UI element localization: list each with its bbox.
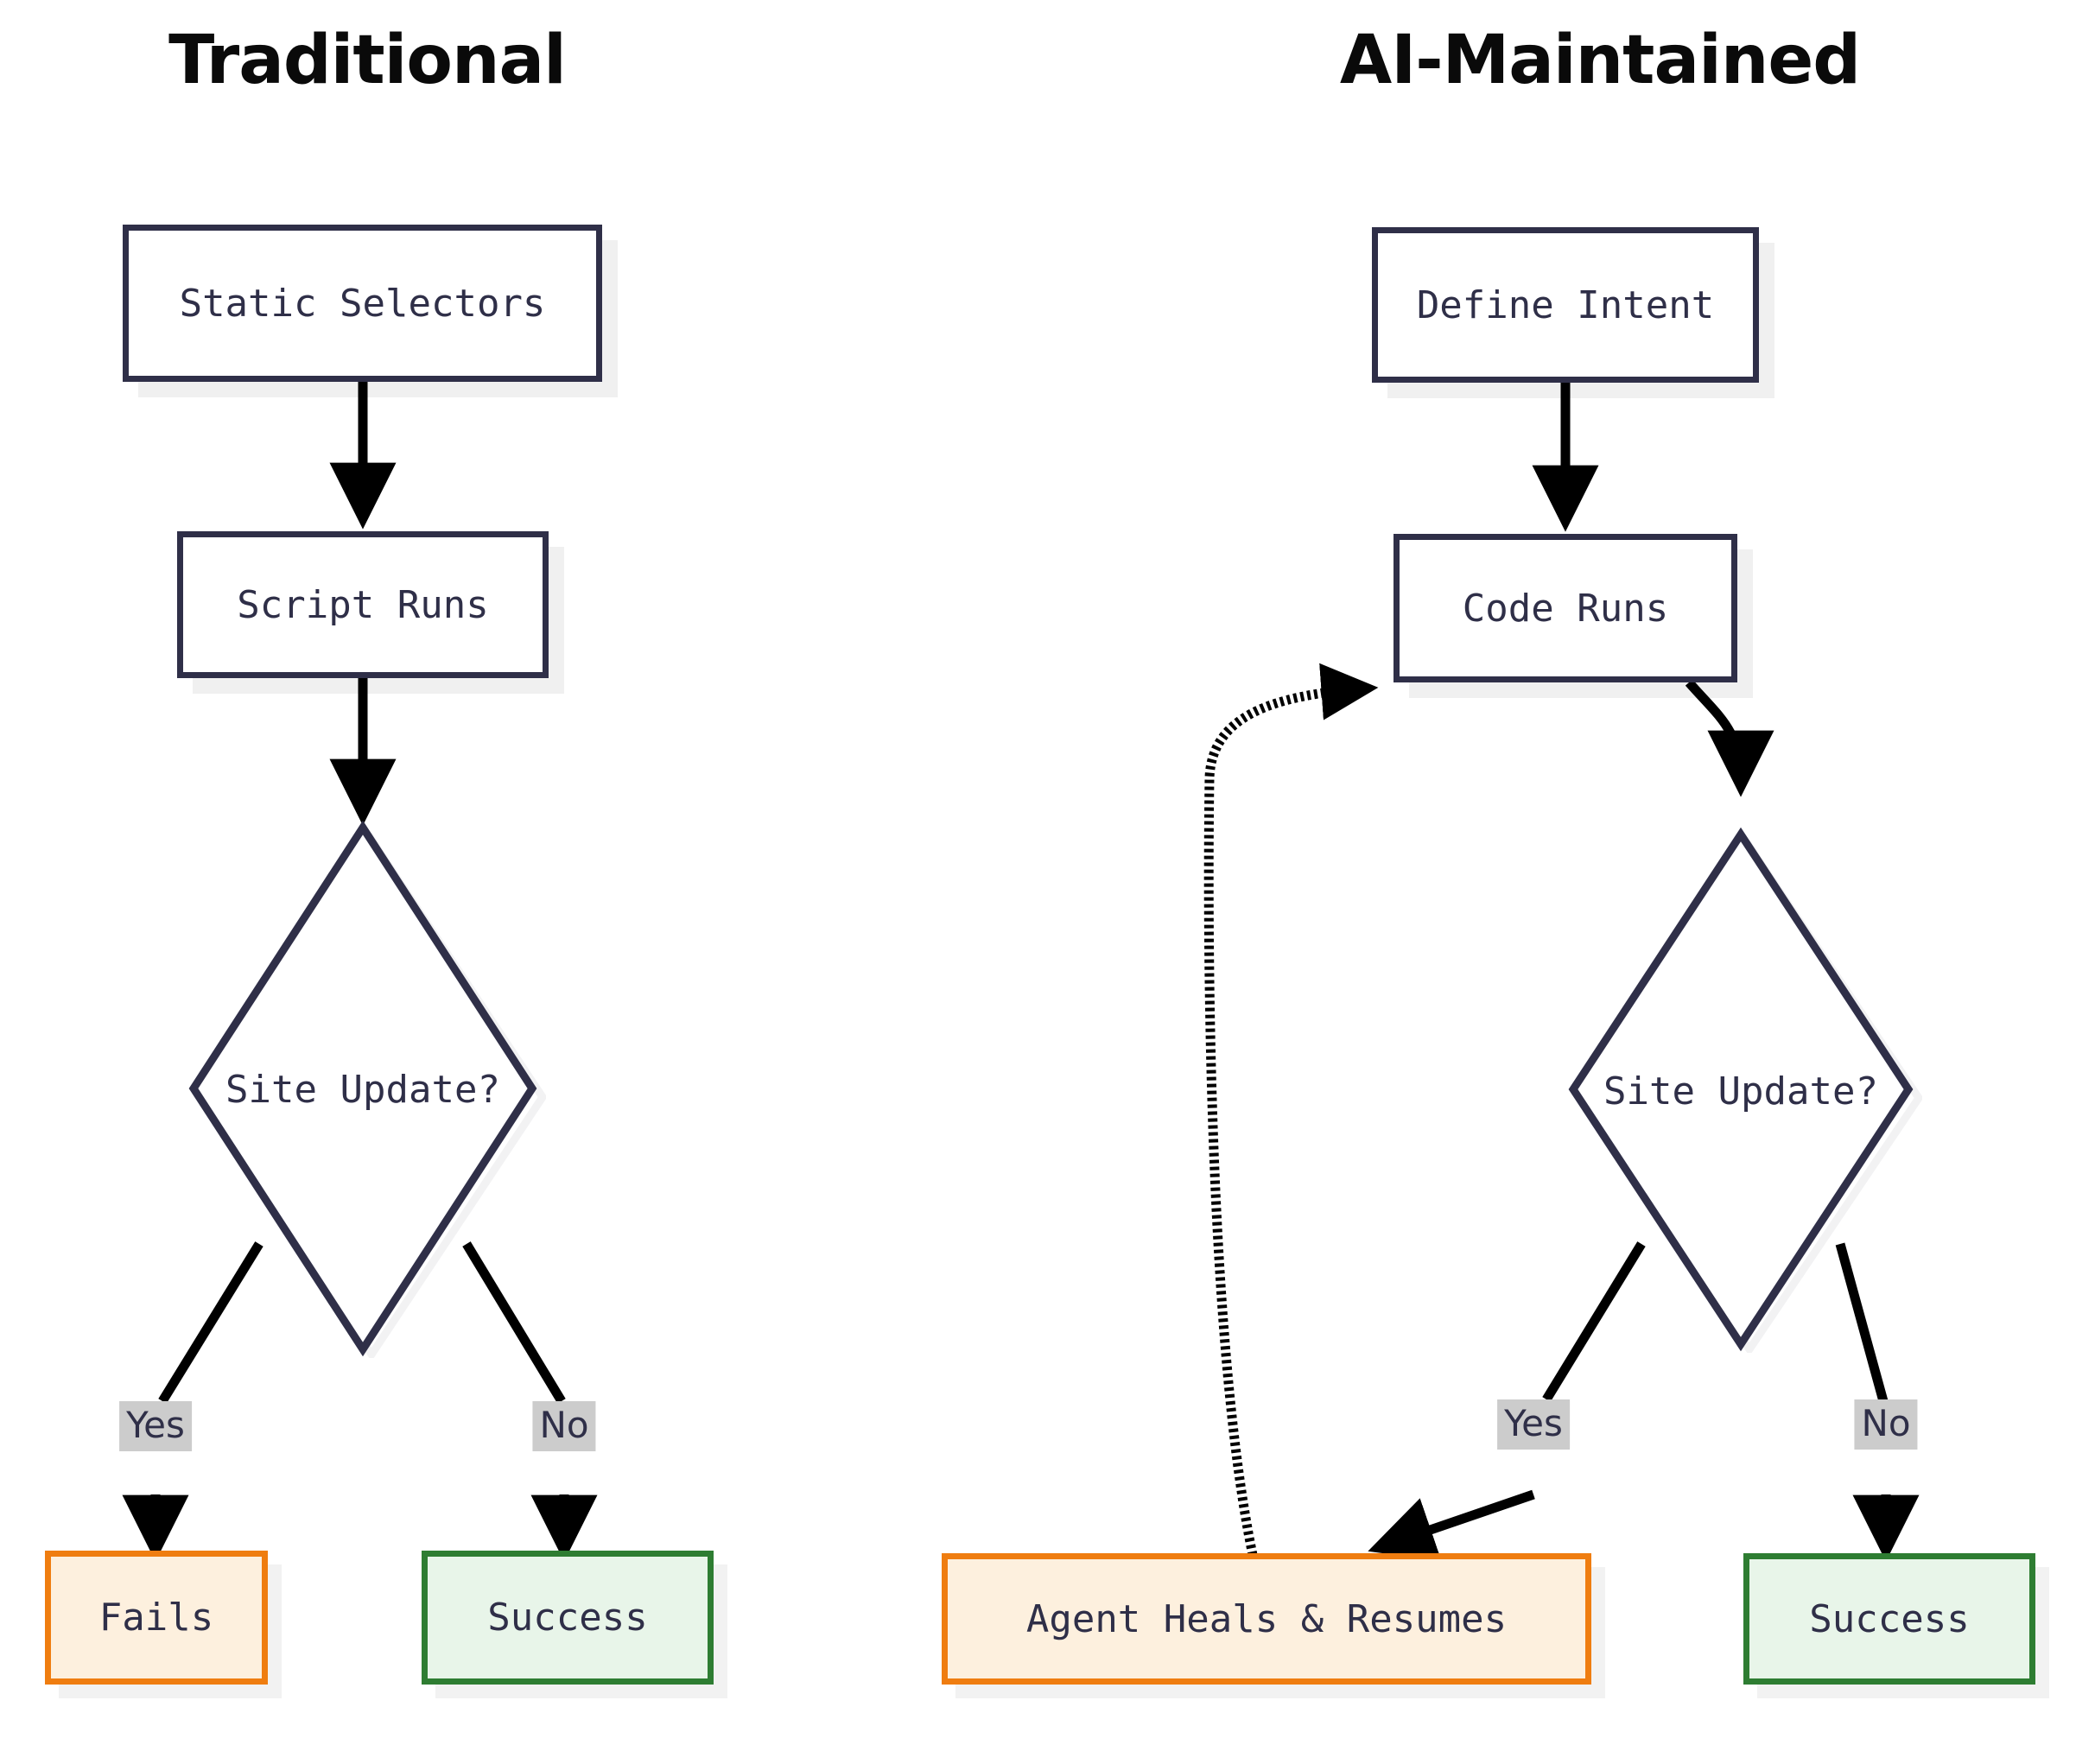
node-code-runs[interactable]: Code Runs [1393, 534, 1737, 682]
column-title-traditional: Traditional [168, 22, 567, 99]
node-script-runs[interactable]: Script Runs [177, 531, 549, 678]
node-site-update-left[interactable]: Site Update? [180, 819, 548, 1362]
diamond-shape-left-icon [188, 820, 548, 1362]
edge-label-yes-right: Yes [1497, 1399, 1570, 1450]
node-static-selectors[interactable]: Static Selectors [123, 225, 602, 382]
edge-code-runs-to-site-update [1685, 679, 1774, 797]
node-fails[interactable]: Fails [45, 1551, 268, 1685]
node-site-update-right-label: Site Update? [1603, 1069, 1878, 1114]
edge-yes-to-agent-heals [1368, 1489, 1535, 1562]
node-site-update-right[interactable]: Site Update? [1559, 826, 1924, 1357]
node-site-update-left-label: Site Update? [225, 1068, 500, 1112]
node-success-left[interactable]: Success [422, 1551, 714, 1685]
edge-label-yes-left: Yes [119, 1401, 192, 1452]
node-define-intent[interactable]: Define Intent [1372, 227, 1759, 383]
edge-agent-heals-to-code-runs-feedback [1203, 663, 1379, 1557]
column-title-ai-maintained: AI-Maintained [1339, 22, 1861, 99]
edge-label-no-right: No [1854, 1399, 1918, 1450]
diamond-shape-right-icon [1568, 827, 1924, 1357]
node-agent-heals[interactable]: Agent Heals & Resumes [942, 1553, 1591, 1685]
edge-label-no-left: No [532, 1401, 596, 1452]
node-success-right[interactable]: Success [1743, 1553, 2035, 1685]
